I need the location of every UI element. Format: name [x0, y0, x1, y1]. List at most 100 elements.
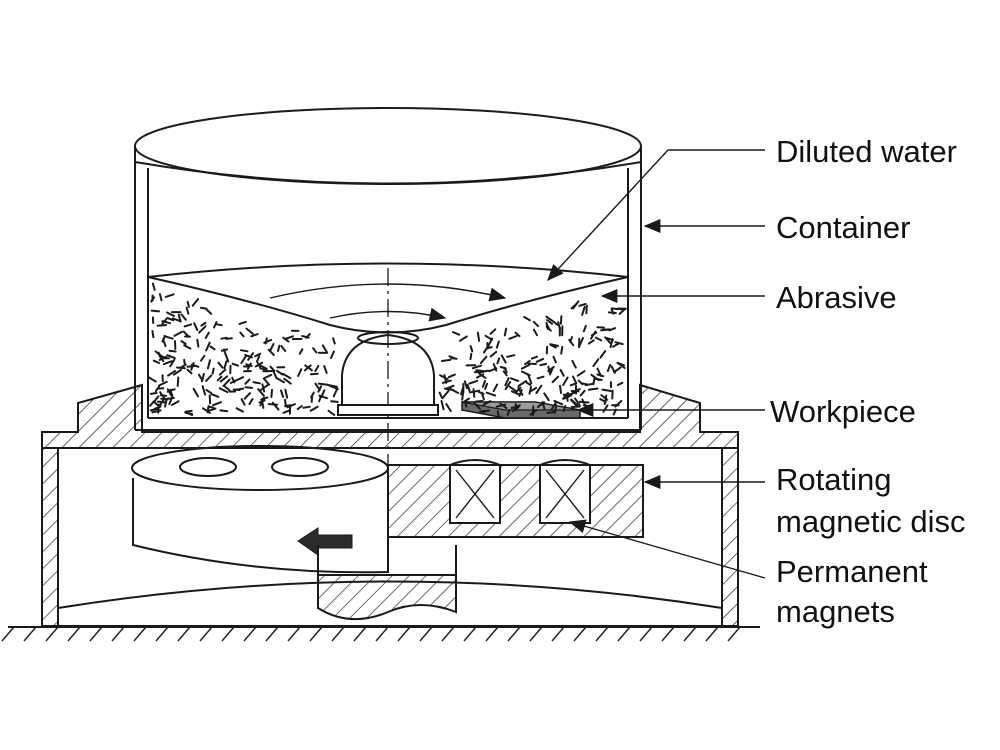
abrasive-particle [157, 400, 167, 404]
abrasive-particle [570, 398, 579, 407]
abrasive-particle [205, 374, 213, 382]
abrasive-particle [614, 341, 624, 346]
abrasive-particle [571, 359, 577, 369]
abrasive-particle [543, 392, 550, 402]
abrasive-particle [162, 338, 167, 348]
abrasive-particles [147, 282, 627, 418]
abrasive-particle [439, 374, 449, 381]
abrasive-particle [219, 375, 229, 383]
abrasive-particle [150, 309, 161, 313]
abrasive-particle [502, 370, 508, 377]
ground-hatch-line [67, 626, 81, 642]
abrasive-particle [581, 305, 586, 316]
abrasive-particle [225, 337, 233, 340]
abrasive-particle [559, 369, 565, 377]
abrasive-particle [169, 358, 176, 368]
abrasive-particle [327, 384, 338, 388]
ground-hatch-line [89, 626, 103, 642]
abrasive-particle [479, 355, 488, 365]
abrasive-particle [471, 364, 483, 370]
abrasive-particle [590, 373, 600, 382]
abrasive-particle [528, 386, 532, 395]
abrasive-particle [158, 380, 168, 387]
abrasive-particle [611, 292, 617, 302]
ground [1, 626, 760, 642]
abrasive-particle [158, 355, 165, 362]
abrasive-particle [167, 370, 177, 377]
abrasive-particle [168, 396, 173, 406]
abrasive-particle [572, 375, 577, 384]
ground-hatch-line [199, 626, 213, 642]
ground-hatch-line [485, 626, 499, 642]
abrasive-particle [219, 409, 229, 413]
abrasive-particle [321, 344, 329, 354]
abrasive-particle [462, 397, 470, 404]
abrasive-particle [176, 366, 186, 370]
abrasive-particle [450, 357, 458, 360]
abrasive-particle [191, 298, 200, 307]
abrasive-particle [569, 336, 573, 343]
ground-hatch-line [507, 626, 521, 642]
ground-hatch-line [133, 626, 147, 642]
abrasive-particle [205, 341, 211, 352]
label-abrasive: Abrasive [776, 280, 897, 315]
abrasive-particle [557, 321, 561, 331]
abrasive-particle [495, 340, 500, 349]
abrasive-particle [527, 373, 533, 385]
ground-hatch-line [705, 626, 719, 642]
ground-hatch-line [397, 626, 411, 642]
ground-hatch-line [331, 626, 345, 642]
abrasive-particle [576, 370, 586, 377]
leader-lines [547, 149, 766, 579]
abrasive-particle [240, 354, 248, 364]
abrasive-particle [616, 381, 624, 386]
abrasive-particle [210, 393, 220, 398]
abrasive-particle [570, 302, 578, 310]
abrasive-particle [469, 345, 474, 353]
abrasive-particle [149, 407, 160, 412]
abrasive-particle [297, 368, 303, 377]
abrasive-particle [276, 377, 285, 384]
abrasive-particle [225, 355, 230, 363]
abrasive-particle [152, 400, 161, 408]
abrasive-particle [186, 368, 193, 375]
abrasive-particle [248, 398, 254, 406]
dome-fixture [337, 331, 439, 416]
abrasive-particle [482, 400, 492, 406]
abrasive-particle [214, 323, 223, 327]
abrasive-particle [458, 335, 468, 342]
abrasive-particle [168, 349, 177, 353]
abrasive-particle [546, 319, 554, 325]
abrasive-particle [470, 389, 481, 394]
abrasive-particle [529, 409, 538, 416]
abrasive-particle [506, 354, 516, 358]
abrasive-particle [549, 343, 560, 347]
ground-hatch-line [353, 626, 367, 642]
abrasive-particle [530, 355, 538, 360]
ground-hatch-line [243, 626, 257, 642]
label-permanent-magnets-line1: Permanent [776, 554, 928, 589]
abrasive-particle [440, 400, 445, 411]
abrasive-particle [213, 321, 218, 329]
abrasive-particle [280, 345, 287, 352]
abrasive-particle [312, 347, 318, 354]
abrasive-particle [506, 409, 511, 416]
abrasive-particle [193, 322, 199, 332]
abrasive-particle [151, 330, 155, 339]
abrasive-particle [207, 407, 217, 412]
abrasive-particle [223, 360, 228, 370]
abrasive-particle [272, 369, 278, 380]
ground-hatch-line [309, 626, 323, 642]
ground-hatch-line [441, 626, 455, 642]
abrasive-particle [562, 405, 567, 412]
abrasive-particle [503, 327, 508, 337]
abrasive-particle [514, 386, 522, 394]
abrasive-particle [156, 324, 168, 327]
abrasive-particle [567, 391, 577, 396]
ground-hatch-line [1, 626, 15, 642]
abrasive-particle [504, 381, 512, 391]
housing-lid [41, 383, 739, 449]
abrasive-particle [166, 311, 175, 317]
abrasive-particle [280, 389, 285, 398]
abrasive-particle [284, 398, 287, 408]
